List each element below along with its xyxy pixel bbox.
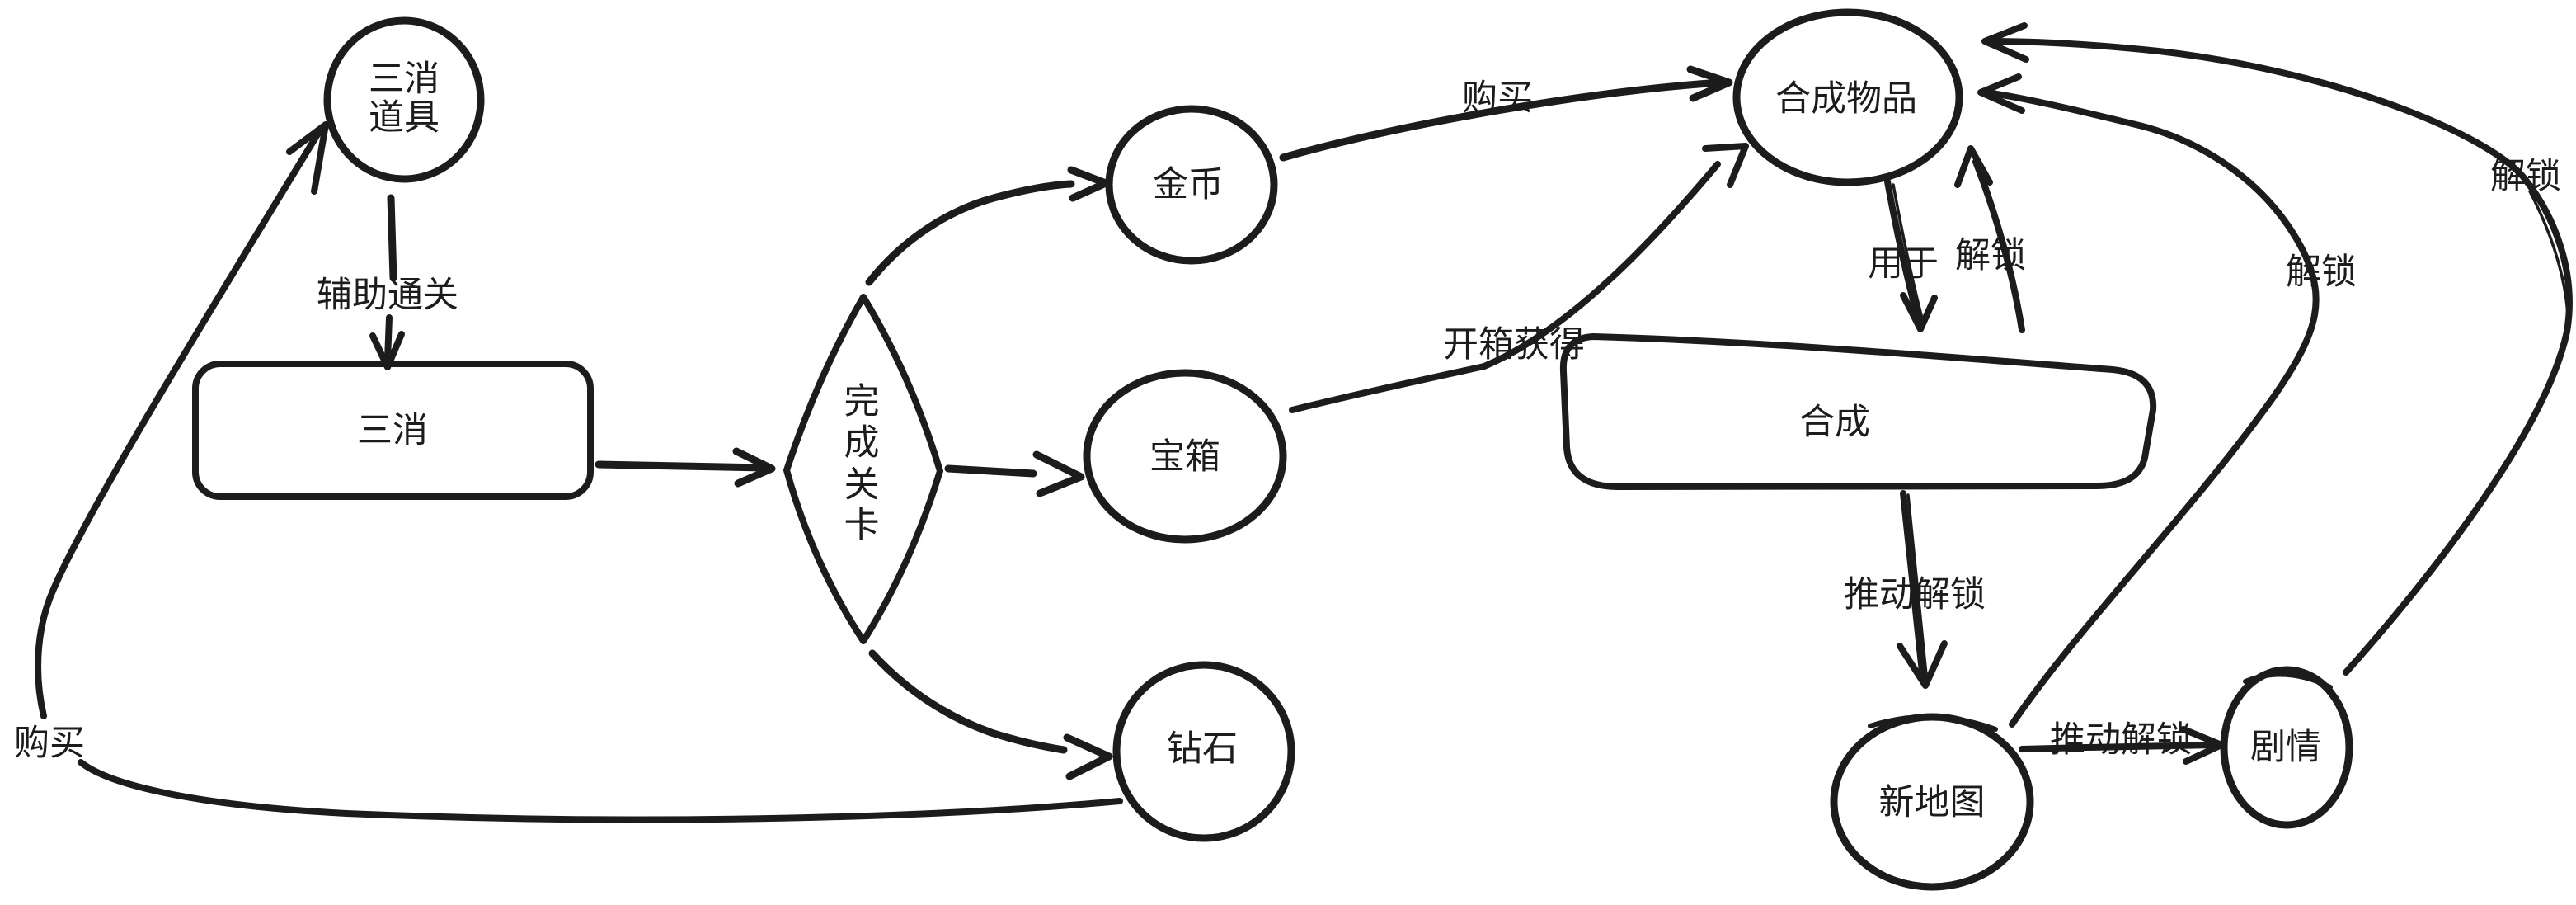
- edge-new-map-to-synth-item-line: [1982, 89, 2320, 728]
- edge-gem-to-match3-item-line-left: [35, 127, 323, 719]
- node-match3-label: 三消: [357, 411, 428, 450]
- sketch-overlap-story: [2243, 672, 2333, 690]
- edge-level-complete-to-gem-line: [868, 649, 1068, 754]
- edge-label-push-unlock-story: 推动解锁: [2050, 720, 2192, 760]
- edge-label-buy-top: 购买: [1462, 78, 1533, 118]
- edge-story-to-synth-item-line: [1986, 38, 2573, 676]
- edge-match3-item-to-match3-line-upper: [387, 194, 397, 282]
- node-chest-label: 宝箱: [1149, 437, 1220, 477]
- edge-gem-to-match3-item-line-bottom: [78, 759, 1123, 823]
- edge-label-used-for: 用于: [1868, 244, 1939, 284]
- edge-label-assist: 辅助通关: [317, 276, 458, 315]
- edge-label-buy-bottom: 购买: [14, 724, 85, 763]
- edge-gold-to-synth-item-arrowhead: [1686, 65, 1733, 102]
- sketch-overlap-new-map: [1868, 714, 1998, 732]
- edge-story-to-synth-item-line-double: [2528, 190, 2569, 315]
- edge-level-complete-to-gold-line: [865, 180, 1075, 286]
- edge-label-unlock-a: 解锁: [1955, 236, 2026, 276]
- edge-match3-item-to-match3-line-lower: [384, 314, 393, 363]
- edge-synthesize-to-new-map-arrowhead: [1897, 640, 1948, 689]
- edge-synth-item-to-synthesize-line: [1884, 178, 1922, 326]
- node-gem-label: 钻石: [1167, 729, 1238, 769]
- node-gold-label: 金币: [1153, 165, 1224, 205]
- edge-label-unlock-c: 解锁: [2490, 157, 2561, 196]
- edge-level-complete-to-chest-line: [944, 464, 1037, 478]
- edge-level-complete-to-gold-arrowhead: [1067, 166, 1110, 202]
- node-match3-rect: [192, 361, 594, 500]
- node-chest-ellipse: [1083, 369, 1287, 544]
- node-synthesize-rect: [1559, 333, 2157, 490]
- node-level-complete-char4: 卡: [844, 506, 880, 545]
- node-new-map-label: 新地图: [1879, 783, 1986, 823]
- edge-synthesize-to-synth-item-arrowhead: [1954, 145, 1993, 188]
- edge-level-complete-to-gem-arrowhead: [1063, 733, 1113, 780]
- edge-gem-to-match3-item-arrowhead: [286, 121, 329, 195]
- node-synthesize-label: 合成: [1799, 403, 1870, 442]
- edge-gold-to-synth-item-line: [1279, 78, 1726, 162]
- node-match3-item-label-line2: 道具: [369, 98, 440, 138]
- edge-synthesize-to-new-map-line: [1900, 490, 1926, 683]
- edge-match3-item-to-match3-arrowhead: [369, 331, 405, 370]
- edge-synthesize-to-synth-item-line: [1972, 158, 2025, 333]
- node-gem-ellipse: [1112, 661, 1295, 842]
- node-level-complete-char2: 成: [844, 423, 880, 463]
- node-level-complete-diamond: [783, 294, 943, 644]
- edge-label-push-unlock-map: 推动解锁: [1844, 575, 1986, 615]
- node-match3-item-label-line1: 三消: [369, 59, 440, 99]
- edge-chest-to-synth-item-line: [1289, 161, 1721, 413]
- edge-label-chest-open: 开箱获得: [1443, 325, 1585, 365]
- node-synth-item-label: 合成物品: [1775, 79, 1917, 119]
- edge-level-complete-to-chest-arrowhead: [1032, 450, 1085, 497]
- edge-chest-to-synth-item-arrowhead: [1702, 143, 1749, 188]
- node-level-complete-char1: 完: [844, 382, 880, 422]
- node-story-ellipse: [2220, 666, 2353, 829]
- edge-new-map-to-synth-item-arrowhead: [1977, 73, 2025, 114]
- node-story-label: 剧情: [2250, 728, 2321, 767]
- edge-story-to-synth-item-arrowhead: [1981, 22, 2029, 63]
- node-match3-item-ellipse: [323, 16, 485, 183]
- node-level-complete-char3: 关: [844, 465, 880, 505]
- edge-synth-item-to-synthesize-line-double: [1892, 183, 1924, 320]
- edge-synthesize-to-new-map-line-double: [1906, 493, 1928, 676]
- edge-new-map-to-story-arrowhead: [2180, 726, 2225, 765]
- edge-match3-to-level-complete-line: [595, 460, 769, 472]
- edge-label-unlock-b: 解锁: [2286, 252, 2357, 292]
- edge-synth-item-to-synthesize-arrowhead: [1900, 292, 1938, 332]
- edge-match3-to-level-complete-arrowhead: [732, 447, 776, 488]
- node-synth-item-ellipse: [1732, 8, 1963, 186]
- edge-new-map-to-story-line: [2019, 742, 2218, 752]
